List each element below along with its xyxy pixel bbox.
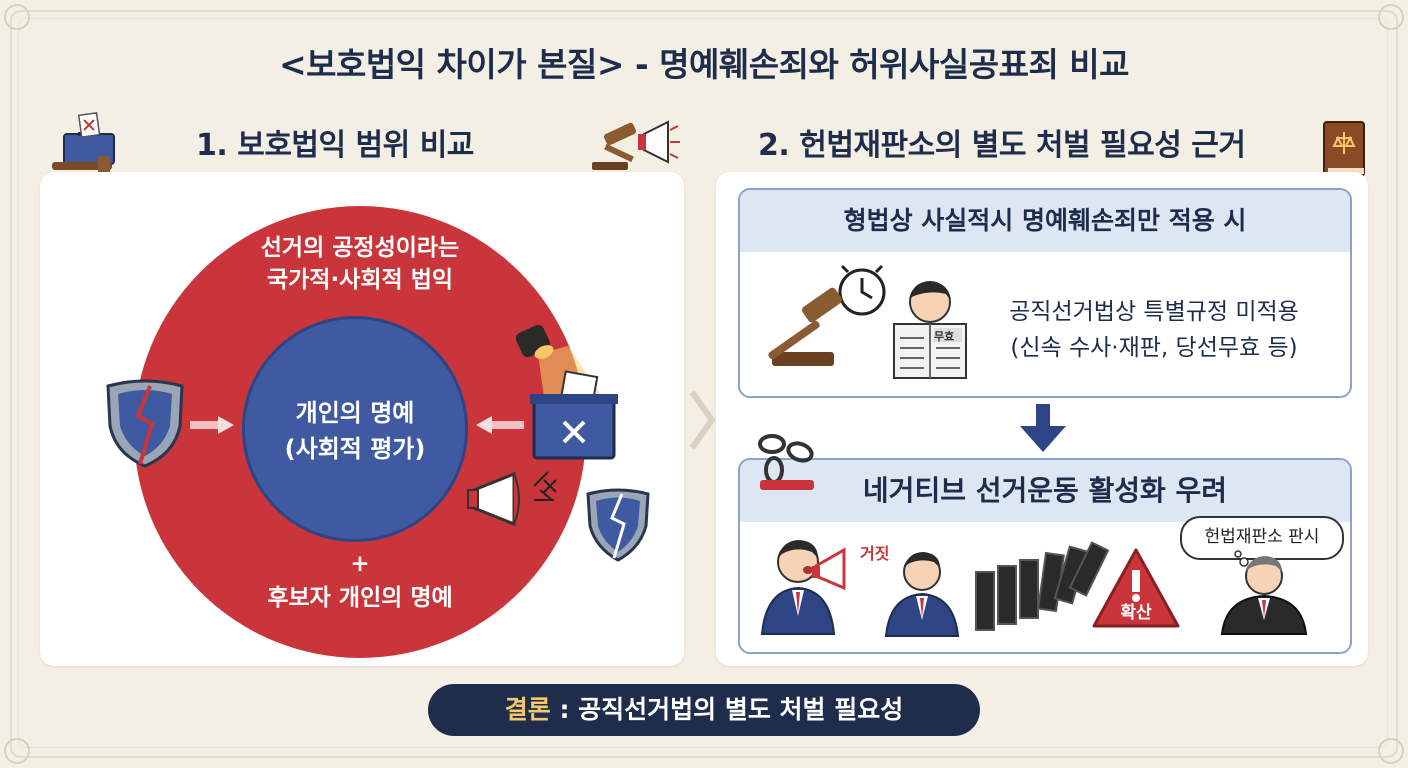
newspaper-headline: 무효 [934, 330, 955, 343]
corner-ornament [1378, 4, 1404, 30]
conclusion-label: 결론 [504, 695, 551, 724]
spread-label: 확산 [1120, 603, 1152, 623]
newspaper-reader-icon [893, 281, 967, 379]
inner-label-line1: 개인의 명예 [295, 399, 415, 427]
arrow-down-icon [1020, 404, 1066, 452]
section1-heading: 1. 보호법익 범위 비교 [196, 128, 474, 163]
conclusion-text: : 공직선거법의 별도 처벌 필요성 [559, 695, 904, 724]
shouting-politician-icon [760, 540, 846, 635]
section2-heading: 2. 헌법재판소의 별도 처벌 필요성 근거 [758, 128, 1246, 163]
arrow-left-icon [476, 416, 524, 434]
corner-ornament [4, 738, 30, 764]
dominoes-icon [975, 541, 1110, 631]
lie-label: 거짓 [860, 544, 890, 563]
ballot-box-icon [52, 111, 115, 174]
box1-line1: 공직선거법상 특별규정 미적용 [1009, 299, 1299, 325]
megaphone-icon [467, 471, 557, 527]
broken-shield-icon [106, 379, 184, 468]
broken-shield-icon [586, 488, 650, 562]
inner-frame [18, 18, 1388, 748]
conclusion-bar: 결론 : 공직선거법의 별도 처벌 필요성 [428, 684, 980, 736]
listening-politician-icon [884, 552, 960, 637]
spotlight-icon [515, 324, 618, 460]
outer-label-line1: 선거의 공정성이라는 [260, 235, 460, 261]
arrow-right-icon [190, 416, 234, 434]
broken-chain-icon [758, 434, 814, 490]
box1-heading: 형법상 사실적시 명예훼손죄만 적용 시 [740, 190, 1350, 252]
gavel-clock-icon [768, 264, 886, 366]
inner-label-line2: (사회적 평가) [284, 435, 426, 463]
law-book-icon [1323, 121, 1365, 177]
warning-icon [1092, 548, 1180, 628]
plus-sign: + [350, 551, 370, 577]
box1-line2: (신속 수사·재판, 당선무효 등) [1010, 335, 1298, 361]
outer-label-line2: 국가적·사회적 법익 [266, 267, 454, 293]
outer-frame [10, 10, 1398, 758]
inner-circle [242, 316, 468, 542]
corner-ornament [1378, 738, 1404, 764]
speech-bubble: 헌법재판소 판시 [1180, 516, 1344, 560]
bottom-label: 후보자 개인의 명예 [267, 585, 453, 611]
box2-heading: 네거티브 선거운동 활성화 우려 [740, 460, 1350, 522]
chevron-right-icon [689, 390, 716, 450]
judge-icon [1220, 550, 1308, 635]
page-title: <보호법익 차이가 본질> - 명예훼손죄와 허위사실공표죄 비교 [278, 45, 1130, 84]
corner-ornament [4, 4, 30, 30]
gavel-icon [592, 120, 680, 170]
